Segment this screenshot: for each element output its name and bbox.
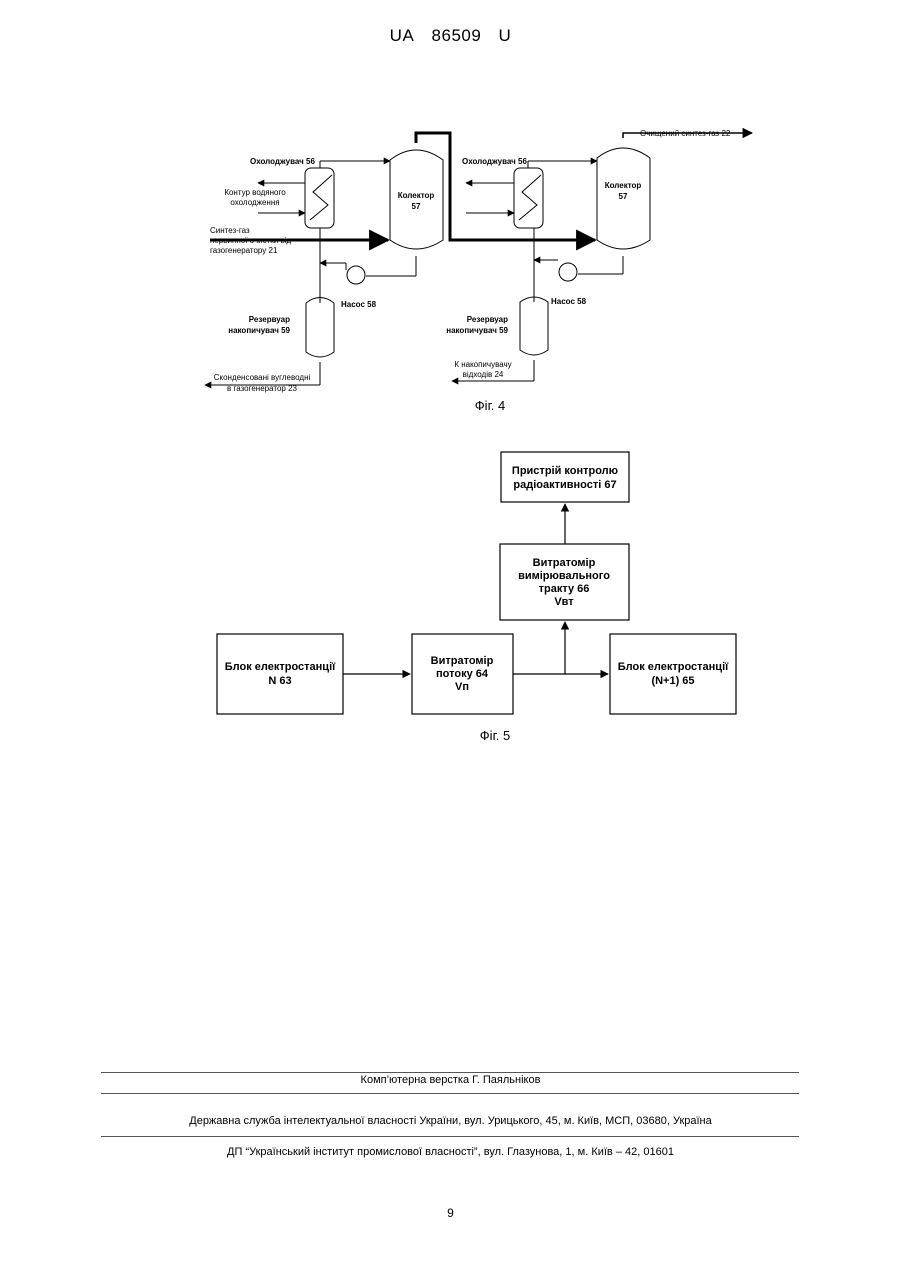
- right-tank-label-1: Резервуар: [467, 315, 508, 324]
- waste-label-1: К накопичувачу: [454, 360, 511, 369]
- radio-label-2: радіоактивності 67: [513, 479, 616, 491]
- block-n1-box: [610, 634, 736, 714]
- right-cooler-coil: [519, 175, 541, 220]
- meas-label-3: тракту 66: [539, 583, 590, 595]
- meas-label-4: Vвт: [554, 596, 574, 608]
- flowmeter-label-2: потоку 64: [436, 668, 489, 680]
- radio-box: [501, 452, 629, 502]
- footer-typesetter: Комп’ютерна верстка Г. Паяльніков: [0, 1074, 901, 1086]
- syngas-label-1: Синтез-газ: [210, 226, 250, 235]
- left-pump-label: Насос 58: [341, 300, 377, 309]
- footer-agency: Державна служба інтелектуальної власност…: [0, 1115, 901, 1127]
- left-tank-label-2: накопичувач 59: [228, 326, 290, 335]
- left-cooler-coil: [310, 175, 332, 220]
- left-collector-label: Колектор: [398, 191, 435, 200]
- fig4-caption: Фіг. 4: [475, 398, 505, 413]
- syngas-label-2: первинної очистки від: [210, 236, 291, 245]
- left-tank: [306, 298, 334, 358]
- left-collector-num: 57: [412, 202, 421, 211]
- page-number: 9: [0, 1206, 901, 1220]
- condensed-label-1: Сконденсовані вуглеводні: [214, 373, 311, 382]
- condensed-label-2: в газогенератор 23: [227, 384, 298, 393]
- clean-gas-label: Очищений синтез-газ 22: [640, 129, 731, 138]
- fig5-caption: Фіг. 5: [480, 728, 510, 743]
- footer-rule-2: [101, 1093, 799, 1094]
- right-collector-label: Колектор: [605, 181, 642, 190]
- left-tank-label-1: Резервуар: [249, 315, 290, 324]
- block-n1-label-1: Блок електростанції: [618, 661, 729, 673]
- meas-label-1: Витратомір: [533, 557, 596, 569]
- block-n-label-1: Блок електростанції: [225, 661, 336, 673]
- right-cooler-label: Охолоджувач 56: [462, 157, 527, 166]
- syngas-label-3: газогенератору 21: [210, 246, 278, 255]
- right-collector-num: 57: [619, 192, 628, 201]
- block-n-label-2: N 63: [268, 675, 291, 687]
- block-n-box: [217, 634, 343, 714]
- fig5-labels: Блок електростанції N 63 Витратомір пото…: [225, 465, 729, 693]
- left-pump: [347, 266, 365, 284]
- flowmeter-label-3: Vп: [455, 681, 469, 693]
- flowmeter-label-1: Витратомір: [431, 655, 494, 667]
- meas-box: [500, 544, 629, 620]
- right-tank-label-2: накопичувач 59: [446, 326, 508, 335]
- water-label-2: охолодження: [230, 198, 279, 207]
- left-cooler-label: Охолоджувач 56: [250, 157, 315, 166]
- waste-label-2: відходів 24: [463, 370, 504, 379]
- fig4-labels: Охолоджувач 56 Колектор 57 Контур водяно…: [210, 129, 731, 393]
- right-tank: [520, 297, 548, 355]
- radio-label-1: Пристрій контролю: [512, 465, 618, 477]
- right-pump: [559, 263, 577, 281]
- footer-rule-3: [101, 1136, 799, 1137]
- right-pump-label: Насос 58: [551, 297, 587, 306]
- meas-label-2: вимірювального: [518, 570, 610, 582]
- footer-institute: ДП “Український інститут промислової вла…: [0, 1146, 901, 1158]
- footer-rule-1: [101, 1072, 799, 1073]
- block-n1-label-2: (N+1) 65: [651, 675, 694, 687]
- fig4-diagram: [205, 133, 752, 385]
- water-label-1: Контур водяного: [224, 188, 286, 197]
